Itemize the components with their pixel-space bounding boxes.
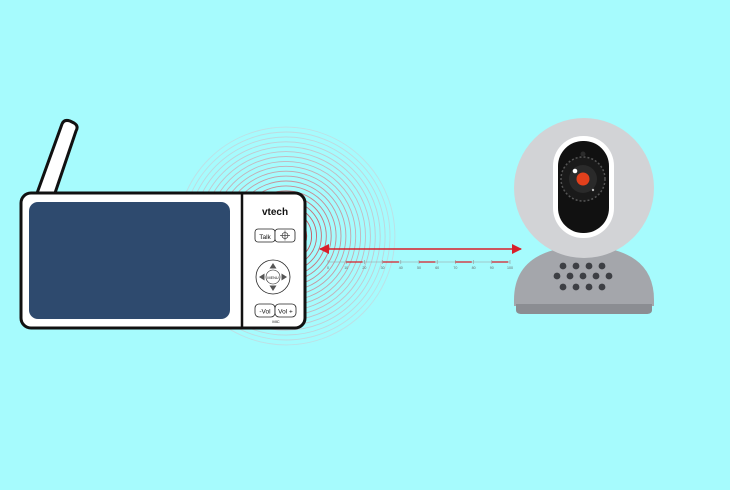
target-icon: [280, 230, 290, 241]
speaker-hole: [559, 262, 567, 270]
talk-button[interactable]: Talk: [254, 228, 276, 243]
speaker-hole: [592, 272, 600, 280]
antenna-icon: [34, 118, 79, 198]
menu-button[interactable]: [265, 269, 281, 285]
speaker-hole: [585, 262, 593, 270]
vol-minus-label: -Vol: [259, 309, 271, 316]
range-tick-label: 0: [327, 266, 329, 270]
dpad-left[interactable]: [259, 273, 265, 281]
vol-plus-button[interactable]: Vol +: [274, 303, 297, 318]
range-tick-label: 70: [453, 266, 457, 270]
dpad-up[interactable]: [269, 263, 277, 269]
camera-switch-button[interactable]: [274, 228, 296, 243]
parent-monitor: vtech Talk MENU -Vol: [19, 191, 307, 330]
speaker-hole: [585, 283, 593, 291]
range-tick-label: 50: [417, 266, 421, 270]
range-tick-label: 40: [399, 266, 403, 270]
speaker-hole: [572, 283, 580, 291]
dpad-icon[interactable]: MENU: [255, 259, 291, 295]
vol-minus-button[interactable]: -Vol: [254, 303, 276, 318]
talk-label: Talk: [259, 234, 271, 241]
dpad-right[interactable]: [281, 273, 288, 281]
range-tick-label: 30: [381, 266, 385, 270]
monitor-screen: [29, 202, 230, 319]
camera-icon: [514, 118, 654, 314]
range-tick-label: 90: [490, 266, 494, 270]
dpad-down[interactable]: [269, 285, 277, 292]
mic-label: MIC: [272, 319, 279, 324]
range-tick-label: 60: [435, 266, 439, 270]
menu-label: MENU: [267, 276, 278, 280]
speaker-hole: [598, 283, 606, 291]
range-tick-label: 10: [344, 266, 348, 270]
speaker-hole: [605, 272, 613, 280]
brand-logo: vtech: [262, 207, 288, 218]
range-tick-label: 20: [362, 266, 366, 270]
speaker-grille: [553, 262, 613, 291]
speaker-hole: [566, 272, 574, 280]
range-tick-label: 80: [472, 266, 476, 270]
range-tick-label: 100: [507, 266, 513, 270]
speaker-hole: [559, 283, 567, 291]
speaker-hole: [572, 262, 580, 270]
vol-plus-label: Vol +: [278, 309, 293, 316]
speaker-hole: [579, 272, 587, 280]
speaker-hole: [598, 262, 606, 270]
range-scale: 0 10 20 30 40 50 60 70 80 90 100: [327, 260, 513, 270]
speaker-hole: [553, 272, 561, 280]
